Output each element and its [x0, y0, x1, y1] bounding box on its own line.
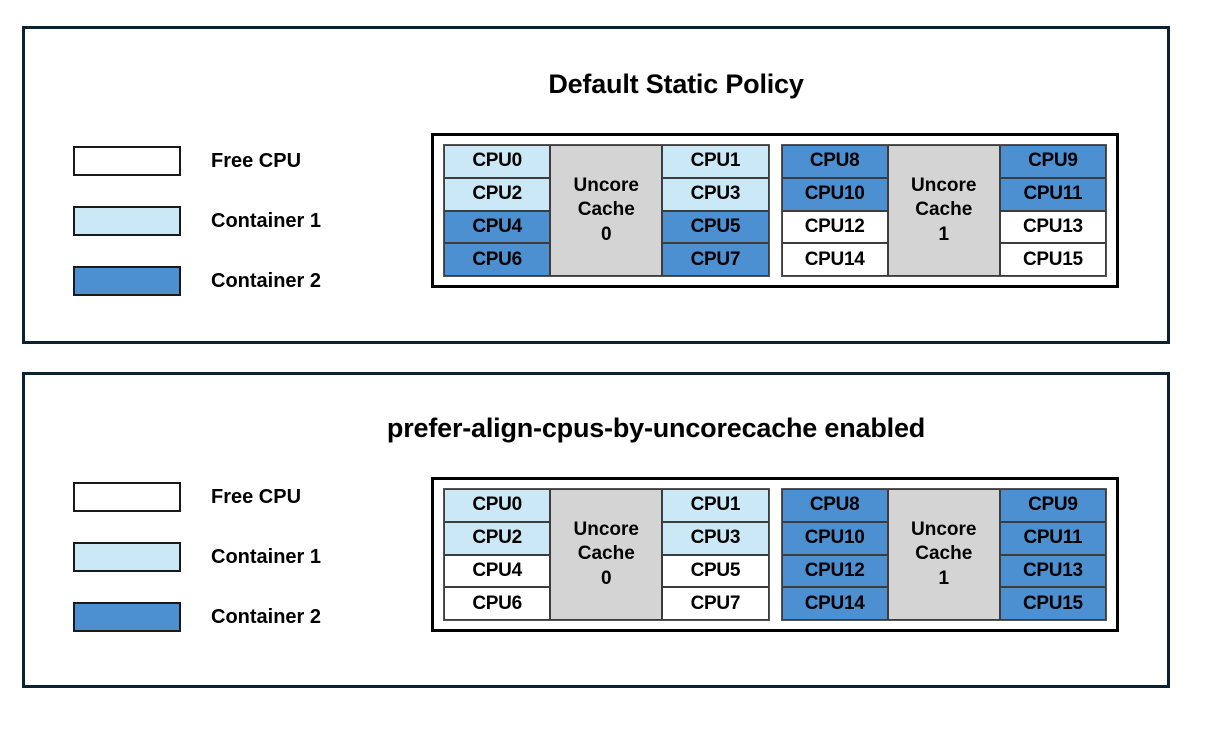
- cpu-cell: CPU7: [662, 587, 769, 620]
- uncore-cache-index: 0: [600, 223, 612, 245]
- cpu-cell: CPU11: [999, 177, 1106, 211]
- cpu-cell: CPU2: [444, 177, 551, 211]
- uncore-cache-index: 1: [938, 567, 950, 589]
- legend-label-container-2: Container 2: [211, 605, 322, 628]
- cpu-column-right: CPU1 CPU3 CPU5 CPU7: [662, 489, 769, 620]
- cache-group-1: CPU8 CPU10 CPU12 CPU14 Uncore Cache 1 CP…: [780, 488, 1107, 621]
- legend-label-free-cpu: Free CPU: [211, 149, 302, 172]
- cpu-cell: CPU9: [999, 489, 1106, 522]
- uncore-cache-line-2: Cache: [915, 543, 973, 565]
- cpu-topology-diagram: CPU0 CPU2 CPU4 CPU6 Uncore Cache 0 CPU1 …: [431, 477, 1119, 632]
- legend-swatch-container-1: [73, 206, 181, 236]
- cpu-cell: CPU3: [662, 521, 769, 555]
- uncore-cache-line-1: Uncore: [911, 175, 977, 197]
- uncore-cache-index: 1: [938, 223, 950, 245]
- cpu-cell: CPU15: [999, 587, 1106, 620]
- panel-default-static-policy: Default Static Policy Free CPU Container…: [22, 26, 1170, 344]
- uncore-cache-block: Uncore Cache 0: [550, 489, 663, 620]
- cpu-cell: CPU11: [999, 521, 1106, 555]
- uncore-cache-block: Uncore Cache 1: [887, 489, 1000, 620]
- cpu-cell: CPU0: [444, 145, 551, 178]
- cpu-column-left: CPU0 CPU2 CPU4 CPU6: [444, 489, 551, 620]
- cache-group-0: CPU0 CPU2 CPU4 CPU6 Uncore Cache 0 CPU1 …: [443, 488, 770, 621]
- cpu-cell: CPU10: [781, 521, 888, 555]
- cpu-cell: CPU8: [781, 145, 888, 178]
- cpu-cell: CPU4: [444, 554, 551, 588]
- cpu-topology-diagram: CPU0 CPU2 CPU4 CPU6 Uncore Cache 0 CPU1 …: [431, 133, 1119, 288]
- uncore-cache-line-2: Cache: [915, 199, 973, 221]
- cpu-cell: CPU5: [662, 210, 769, 244]
- cpu-cell: CPU2: [444, 521, 551, 555]
- legend-label-container-2: Container 2: [211, 269, 322, 292]
- cpu-column-left: CPU8 CPU10 CPU12 CPU14: [781, 145, 888, 276]
- cpu-cell: CPU14: [781, 243, 888, 276]
- panel-prefer-align-enabled: prefer-align-cpus-by-uncorecache enabled…: [22, 372, 1170, 688]
- legend-label-container-1: Container 1: [211, 209, 322, 232]
- cpu-column-left: CPU8 CPU10 CPU12 CPU14: [781, 489, 888, 620]
- cpu-cell: CPU1: [662, 489, 769, 522]
- cpu-column-right: CPU9 CPU11 CPU13 CPU15: [999, 145, 1106, 276]
- legend-label-free-cpu: Free CPU: [211, 485, 302, 508]
- legend-item-free-cpu: Free CPU: [73, 467, 321, 527]
- cpu-cell: CPU8: [781, 489, 888, 522]
- uncore-cache-index: 0: [600, 567, 612, 589]
- cpu-cell: CPU9: [999, 145, 1106, 178]
- legend-swatch-free-cpu: [73, 146, 181, 176]
- legend-swatch-container-2: [73, 266, 181, 296]
- cpu-cell: CPU15: [999, 243, 1106, 276]
- cpu-cell: CPU0: [444, 489, 551, 522]
- cpu-cell: CPU4: [444, 210, 551, 244]
- cpu-cell: CPU7: [662, 243, 769, 276]
- cpu-cell: CPU5: [662, 554, 769, 588]
- legend-item-container-2: Container 2: [73, 251, 321, 311]
- cpu-cell: CPU3: [662, 177, 769, 211]
- legend: Free CPU Container 1 Container 2: [73, 131, 321, 311]
- legend-label-container-1: Container 1: [211, 545, 322, 568]
- legend-item-container-1: Container 1: [73, 527, 321, 587]
- uncore-cache-line-1: Uncore: [573, 175, 639, 197]
- cpu-column-left: CPU0 CPU2 CPU4 CPU6: [444, 145, 551, 276]
- cpu-cell: CPU12: [781, 210, 888, 244]
- cache-group-0: CPU0 CPU2 CPU4 CPU6 Uncore Cache 0 CPU1 …: [443, 144, 770, 277]
- uncore-cache-line-1: Uncore: [573, 519, 639, 541]
- cpu-column-right: CPU1 CPU3 CPU5 CPU7: [662, 145, 769, 276]
- cpu-cell: CPU6: [444, 243, 551, 276]
- legend-swatch-container-1: [73, 542, 181, 572]
- uncore-cache-line-1: Uncore: [911, 519, 977, 541]
- uncore-cache-line-2: Cache: [577, 199, 635, 221]
- legend-item-free-cpu: Free CPU: [73, 131, 321, 191]
- cpu-cell: CPU12: [781, 554, 888, 588]
- cpu-cell: CPU13: [999, 554, 1106, 588]
- cpu-cell: CPU13: [999, 210, 1106, 244]
- legend-item-container-1: Container 1: [73, 191, 321, 251]
- cpu-cell: CPU6: [444, 587, 551, 620]
- page-title: prefer-align-cpus-by-uncorecache enabled: [386, 413, 926, 443]
- uncore-cache-block: Uncore Cache 0: [550, 145, 663, 276]
- cache-group-1: CPU8 CPU10 CPU12 CPU14 Uncore Cache 1 CP…: [780, 144, 1107, 277]
- legend-swatch-container-2: [73, 602, 181, 632]
- legend: Free CPU Container 1 Container 2: [73, 467, 321, 647]
- page-title: Default Static Policy: [548, 69, 804, 99]
- cpu-cell: CPU10: [781, 177, 888, 211]
- legend-swatch-free-cpu: [73, 482, 181, 512]
- cpu-cell: CPU14: [781, 587, 888, 620]
- uncore-cache-block: Uncore Cache 1: [887, 145, 1000, 276]
- legend-item-container-2: Container 2: [73, 587, 321, 647]
- cpu-column-right: CPU9 CPU11 CPU13 CPU15: [999, 489, 1106, 620]
- cpu-cell: CPU1: [662, 145, 769, 178]
- uncore-cache-line-2: Cache: [577, 543, 635, 565]
